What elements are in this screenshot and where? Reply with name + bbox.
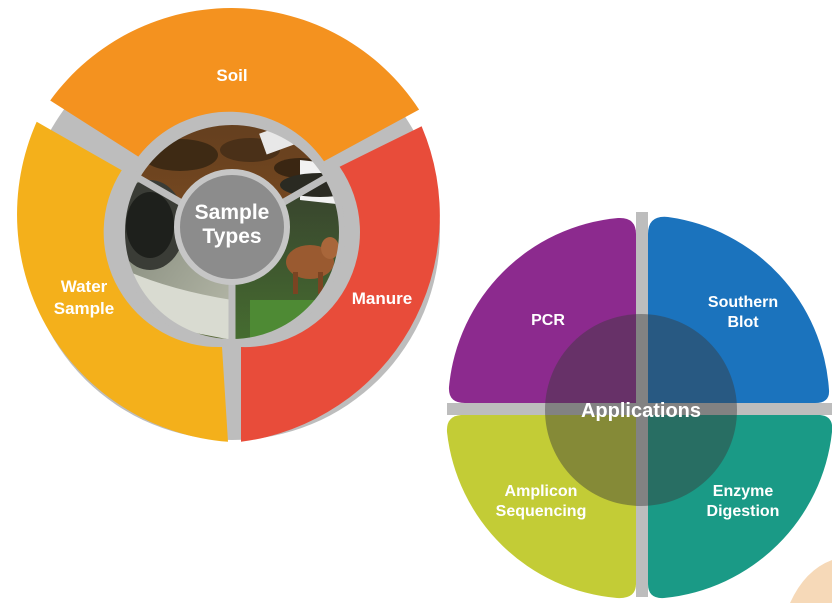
soil-segment (50, 8, 420, 162)
horizontal-divider (447, 403, 832, 415)
amplicon-sequencing-quadrant (446, 415, 636, 599)
soil-label: Soil (216, 66, 247, 85)
applications-wheel: Applications PCR Southern Blot Enzyme Di… (446, 212, 832, 599)
amplicon-sequencing-label-line1: Amplicon (505, 483, 578, 500)
enzyme-digestion-label-line2: Digestion (707, 503, 780, 520)
enzyme-digestion-quadrant (648, 415, 832, 599)
southern-blot-label-line2: Blot (727, 314, 759, 331)
manure-segment (241, 126, 440, 442)
manure-label: Manure (352, 289, 412, 308)
sample-types-title-line2: Types (202, 225, 261, 248)
sample-types-title-line1: Sample (195, 201, 270, 224)
water-label-line1: Water (61, 277, 108, 296)
amplicon-sequencing-label-line2: Sequencing (496, 503, 587, 520)
pcr-label: PCR (531, 312, 565, 329)
southern-blot-quadrant (648, 216, 830, 403)
applications-title: Applications (581, 400, 701, 422)
sample-types-wheel: Sample Types Soil Manure Water Sample (17, 8, 440, 442)
applications-center (545, 314, 737, 506)
water-label-line2: Sample (54, 299, 114, 318)
pcr-quadrant (448, 217, 636, 403)
sample-types-center (174, 169, 290, 285)
enzyme-digestion-label-line1: Enzyme (713, 483, 774, 500)
southern-blot-label-line1: Southern (708, 294, 778, 311)
decorative-corner-shape (790, 560, 832, 603)
water-sample-segment (17, 121, 228, 442)
